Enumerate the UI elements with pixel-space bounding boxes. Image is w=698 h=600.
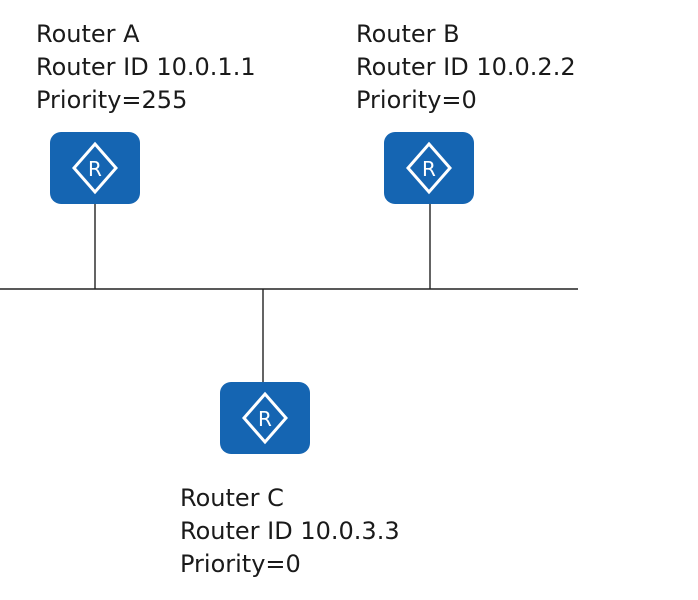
router-b-priority: Priority=0 [356, 86, 477, 114]
router-a-priority: Priority=255 [36, 86, 188, 114]
router-a-name: Router A [36, 20, 140, 48]
router-c-label: Router C Router ID 10.0.3.3 Priority=0 [180, 482, 400, 581]
router-b-icon: R [384, 132, 474, 204]
router-b-name: Router B [356, 20, 460, 48]
svg-text:R: R [422, 157, 436, 181]
router-b-label: Router B Router ID 10.0.2.2 Priority=0 [356, 18, 576, 117]
router-c-icon: R [220, 382, 310, 454]
svg-text:R: R [88, 157, 102, 181]
router-c-id: Router ID 10.0.3.3 [180, 517, 400, 545]
router-b-id: Router ID 10.0.2.2 [356, 53, 576, 81]
router-a-label: Router A Router ID 10.0.1.1 Priority=255 [36, 18, 256, 117]
router-a-icon: R [50, 132, 140, 204]
router-a-id: Router ID 10.0.1.1 [36, 53, 256, 81]
svg-text:R: R [258, 407, 272, 431]
router-c-priority: Priority=0 [180, 550, 301, 578]
router-c-name: Router C [180, 484, 284, 512]
